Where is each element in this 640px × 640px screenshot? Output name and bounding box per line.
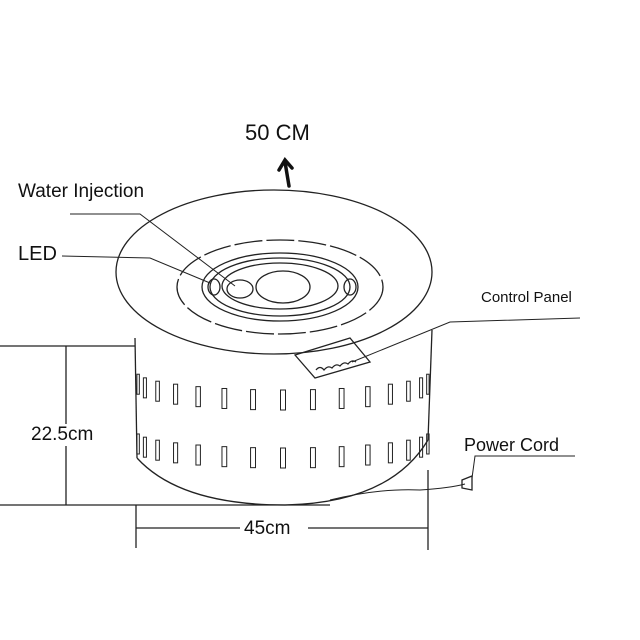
vent-slot — [338, 446, 345, 468]
control-buttons — [315, 360, 357, 372]
vent-slot — [195, 444, 201, 466]
vent-slot — [365, 386, 371, 408]
vent-slot — [221, 387, 228, 409]
vent-slot — [426, 433, 430, 455]
led-leader — [61, 255, 211, 284]
basin-outer-ring — [201, 252, 359, 322]
vent-slot — [250, 389, 257, 411]
control-panel-label: Control Panel — [481, 289, 572, 306]
vent-slot — [250, 447, 257, 469]
control-panel-leader — [351, 317, 581, 363]
water-injection-leader — [70, 213, 236, 287]
vent-slot — [155, 439, 160, 461]
led-right — [343, 278, 357, 296]
vent-slot — [426, 373, 430, 395]
vent-slot — [406, 439, 411, 461]
vent-slot — [136, 373, 140, 395]
height-label: 22.5cm — [31, 424, 94, 446]
vent-slot — [155, 380, 160, 402]
basin-inner-ring — [209, 257, 351, 317]
water-injection-label: Water Injection — [18, 181, 145, 202]
vent-slot — [387, 383, 393, 405]
power-cord-label: Power Cord — [464, 435, 560, 455]
arrow-up-icon — [277, 157, 294, 188]
vent-slot — [280, 447, 286, 469]
power-cord — [329, 483, 466, 501]
vent-slot — [142, 436, 147, 458]
vent-slot — [309, 389, 316, 411]
vent-slot — [365, 444, 371, 466]
vent-slot — [419, 377, 424, 399]
vent-slot — [173, 383, 179, 405]
vent-slot — [142, 377, 147, 399]
power-plug — [461, 475, 473, 491]
vent-slot — [419, 436, 424, 458]
vent-slot — [406, 380, 411, 402]
vent-slot — [387, 442, 393, 464]
body-bottom-edge — [136, 439, 429, 506]
outer-dashed-ring — [176, 239, 384, 335]
vent-slot — [338, 387, 345, 409]
body-right-side — [427, 329, 433, 441]
vent-slot — [309, 447, 316, 469]
top-diameter-label: 50 CM — [245, 120, 310, 145]
led-label: LED — [18, 243, 57, 265]
vent-slot — [136, 433, 140, 455]
led-left — [207, 278, 221, 296]
vent-slot — [195, 386, 201, 408]
basin-ring — [221, 262, 339, 310]
vent-slot — [221, 446, 228, 468]
vent-slots — [136, 373, 430, 469]
base-width-label: 45cm — [244, 518, 291, 539]
vent-slot — [280, 389, 286, 411]
mist-outlet — [255, 270, 311, 304]
vent-slot — [173, 442, 179, 464]
power-cord-leader — [471, 455, 575, 479]
water-injection-port — [226, 279, 254, 299]
control-panel — [293, 337, 372, 379]
